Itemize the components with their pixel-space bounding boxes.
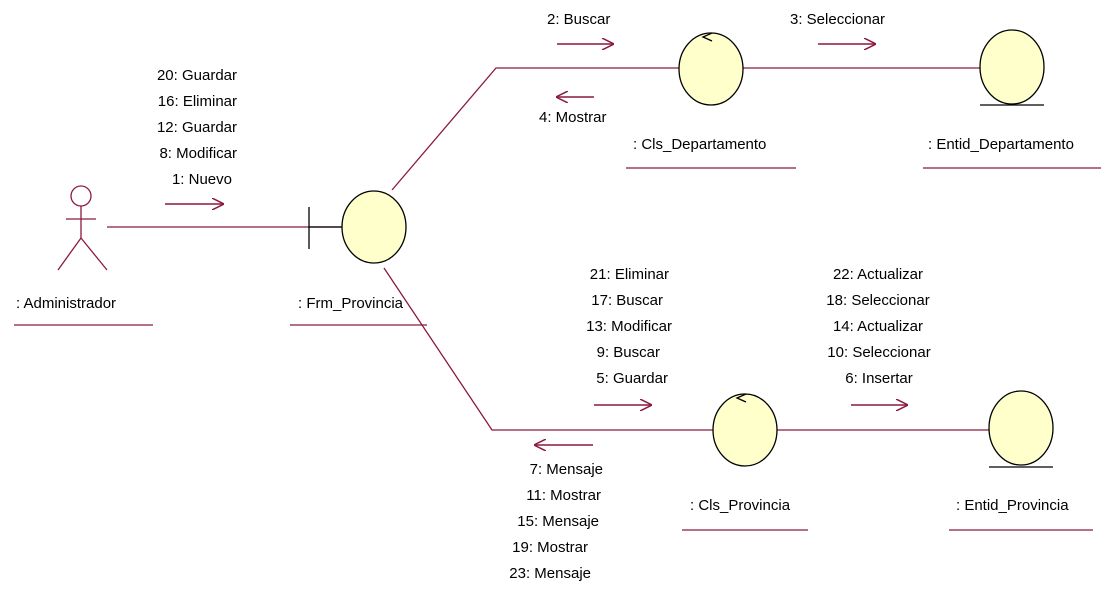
msg-clsdep-frm: 4: Mostrar xyxy=(539,109,607,126)
msg-clsprov-frm: 7: Mensaje xyxy=(530,461,603,478)
entity-entid-provincia xyxy=(988,390,1054,468)
entity-circle xyxy=(979,29,1045,105)
msg-clsprov-entprov: 14: Actualizar xyxy=(833,318,923,335)
message-arrows xyxy=(165,44,907,445)
msg-frm-clsprov: 13: Modificar xyxy=(586,318,672,335)
label-administrador: : Administrador xyxy=(16,295,116,312)
actor-leg-left xyxy=(57,237,82,271)
actor-head xyxy=(70,185,92,207)
msg-clsdep-entdep: 3: Seleccionar xyxy=(790,11,885,28)
control-circle xyxy=(712,393,778,467)
control-circle xyxy=(678,32,744,106)
control-cls-provincia xyxy=(712,393,778,467)
boundary-frm-provincia xyxy=(308,190,407,264)
msg-clsprov-entprov: 10: Seleccionar xyxy=(827,344,930,361)
msg-frm-clsprov: 17: Buscar xyxy=(591,292,663,309)
msg-frm-clsprov: 9: Buscar xyxy=(597,344,660,361)
object-labels: : Administrador : Frm_Provincia : Cls_De… xyxy=(14,136,1101,531)
msg-clsprov-frm: 11: Mostrar xyxy=(526,487,601,504)
entity-entid-departamento xyxy=(979,29,1045,106)
link-frm-clsdep xyxy=(391,67,680,191)
links xyxy=(107,67,989,431)
entity-circle xyxy=(988,390,1054,466)
message-labels: 20: Guardar 16: Eliminar 12: Guardar 8: … xyxy=(157,11,931,582)
control-arrow-icon xyxy=(735,393,747,403)
control-arrow-icon xyxy=(701,32,713,42)
msg-admin-frm: 16: Eliminar xyxy=(158,93,237,110)
label-frm-provincia: : Frm_Provincia xyxy=(298,295,404,312)
label-entid-departamento: : Entid_Departamento xyxy=(928,136,1074,153)
actor-administrador xyxy=(57,185,108,271)
boundary-circle xyxy=(341,190,407,264)
msg-frm-clsdep: 2: Buscar xyxy=(547,11,610,28)
msg-clsprov-entprov: 18: Seleccionar xyxy=(826,292,929,309)
msg-frm-clsprov: 21: Eliminar xyxy=(590,266,669,283)
msg-clsprov-frm: 15: Mensaje xyxy=(517,513,599,530)
control-cls-departamento xyxy=(678,32,744,106)
label-entid-provincia: : Entid_Provincia xyxy=(956,497,1069,514)
msg-admin-frm: 8: Modificar xyxy=(159,145,237,162)
label-cls-provincia: : Cls_Provincia xyxy=(690,497,791,514)
link-frm-clsprov xyxy=(383,267,713,431)
msg-frm-clsprov: 5: Guardar xyxy=(596,370,668,387)
msg-clsprov-frm: 19: Mostrar xyxy=(512,539,588,556)
msg-admin-frm: 12: Guardar xyxy=(157,119,237,136)
msg-admin-frm: 20: Guardar xyxy=(157,67,237,84)
msg-clsprov-entprov: 6: Insertar xyxy=(845,370,913,387)
msg-clsprov-frm: 23: Mensaje xyxy=(509,565,591,582)
msg-clsprov-entprov: 22: Actualizar xyxy=(833,266,923,283)
msg-admin-frm: 1: Nuevo xyxy=(172,171,232,188)
label-cls-departamento: : Cls_Departamento xyxy=(633,136,766,153)
actor-leg-right xyxy=(80,237,108,271)
